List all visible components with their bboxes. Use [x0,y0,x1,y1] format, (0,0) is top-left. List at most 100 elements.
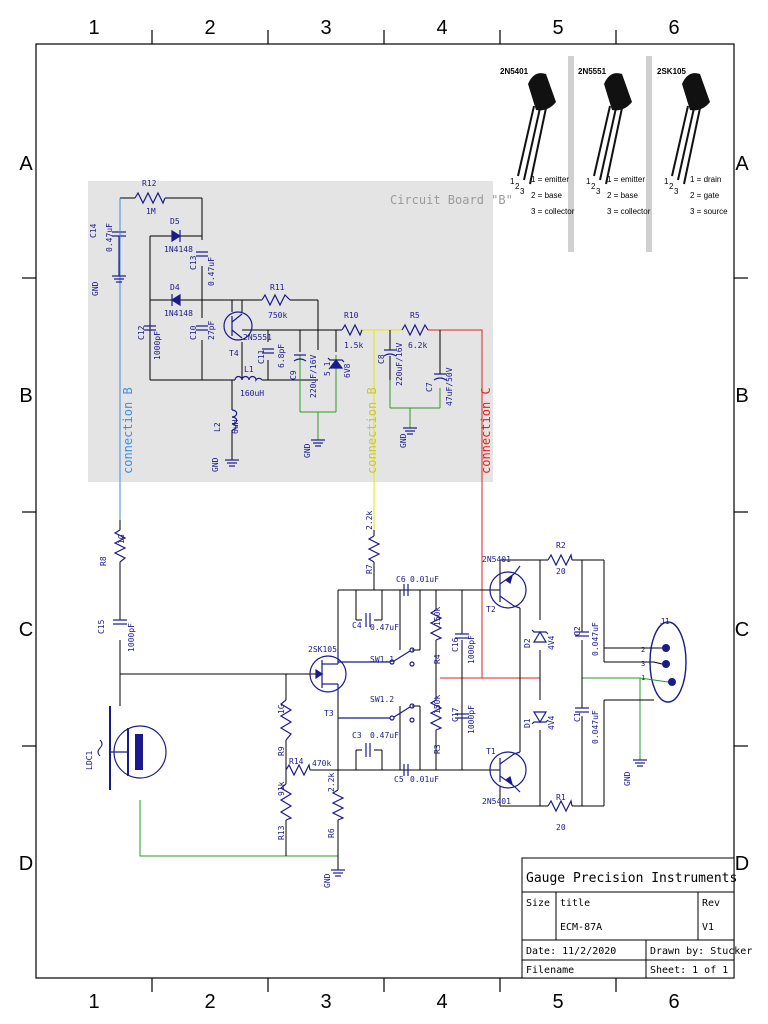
title-label: title [560,898,590,909]
svg-text:SW1.2: SW1.2 [370,695,394,704]
row-label-right-c: C [735,619,749,641]
svg-text:C13: C13 [189,255,198,270]
c6-capacitor [403,584,409,596]
svg-text:R5: R5 [410,311,420,320]
svg-text:R6: R6 [327,828,336,838]
c12-capacitor [144,325,156,331]
svg-text:C7: C7 [425,382,434,392]
svg-text:3: 3 [674,187,679,196]
svg-text:GND: GND [399,433,408,448]
gnd-symbol-1 [112,260,126,283]
r11-resistor [261,293,291,307]
svg-text:0.047uF: 0.047uF [591,622,600,656]
svg-text:5.1: 5.1 [323,361,332,376]
col-label-top-1: 1 [88,17,99,39]
svg-text:1: 1 [510,177,515,186]
c3-capacitor [365,743,371,757]
l1-inductor [234,375,263,383]
svg-text:20: 20 [556,823,566,832]
sheet-field: Sheet: 1 of 1 [650,965,728,976]
t4-transistor [223,311,253,341]
pinout-2n5401-name: 2N5401 [500,67,529,76]
svg-text:160uH: 160uH [240,389,264,398]
svg-text:2 = gate: 2 = gate [690,191,720,200]
svg-text:91k: 91k [277,781,286,796]
svg-text:C10: C10 [189,325,198,340]
title-block [521,857,735,979]
svg-text:R1: R1 [556,793,566,802]
svg-text:6.2k: 6.2k [408,341,427,350]
svg-text:C12: C12 [137,325,146,340]
c16-capacitor [455,633,469,639]
row-label-right-b: B [735,385,748,407]
svg-text:GND: GND [211,457,220,472]
svg-text:1M: 1M [146,207,156,216]
svg-text:R10: R10 [344,311,359,320]
svg-text:27pF: 27pF [207,321,216,340]
svg-text:2.2k: 2.2k [327,773,336,792]
svg-text:C3: C3 [352,731,362,740]
col-label-bottom-2: 2 [204,991,215,1013]
svg-text:6.8pF: 6.8pF [277,344,286,368]
t3-jfet [309,650,347,696]
svg-text:3: 3 [641,660,645,668]
c4-capacitor [365,613,371,627]
svg-text:T1: T1 [486,747,496,756]
svg-text:C9: C9 [289,370,298,380]
row-label-left-a: A [19,153,33,175]
svg-text:C14: C14 [89,223,98,238]
c13-capacitor [196,251,208,257]
svg-text:150k: 150k [433,607,442,626]
svg-text:1 = emitter: 1 = emitter [607,175,645,184]
t1-transistor [489,751,527,793]
svg-text:1N4148: 1N4148 [164,245,193,254]
c17-capacitor [455,713,469,719]
to92-icon [593,73,632,185]
svg-text:GND: GND [623,771,632,786]
svg-text:3: 3 [596,187,601,196]
r10-resistor [341,323,363,337]
d1-zener-diode [531,711,549,725]
svg-text:1N4148: 1N4148 [164,309,193,318]
row-label-left-d: D [19,853,33,875]
svg-text:3 = source: 3 = source [690,207,728,216]
board-wiring [120,197,342,460]
c7-capacitor [433,373,447,381]
sw1-2-switch [338,703,415,723]
r7-resistor [367,535,381,563]
svg-text:1000pF: 1000pF [127,623,136,652]
d2-zener-diode [531,629,549,643]
svg-text:1 = emitter: 1 = emitter [531,175,569,184]
svg-text:750k: 750k [268,311,287,320]
connection-c-label: connection C [479,387,493,474]
svg-text:1000pF: 1000pF [467,635,476,664]
col-label-top-4: 4 [436,17,447,39]
svg-text:2: 2 [591,182,596,191]
svg-text:2SK105: 2SK105 [308,645,337,654]
r6-resistor [331,789,345,821]
svg-text:R7: R7 [365,564,374,574]
row-label-right-d: D [735,853,749,875]
svg-text:C2: C2 [573,626,582,636]
svg-text:R4: R4 [433,654,442,664]
svg-text:4V4: 4V4 [547,635,556,650]
c8-wiring [389,330,441,380]
svg-text:3 = collector: 3 = collector [531,207,575,216]
svg-text:R12: R12 [142,179,157,188]
col-label-bottom-1: 1 [88,991,99,1013]
svg-text:D4: D4 [170,283,180,292]
circuit-board-b [88,181,493,482]
svg-text:C16: C16 [451,637,460,652]
svg-text:47uF/50V: 47uF/50V [445,367,454,406]
c14-capacitor [112,231,126,260]
svg-text:GND: GND [323,873,332,888]
c8-capacitor [383,349,397,357]
svg-text:0.47uF: 0.47uF [207,257,216,286]
l2-inductor [231,409,238,431]
svg-text:D2: D2 [523,638,532,648]
r3-resistor [429,699,443,731]
svg-text:C15: C15 [97,619,106,634]
svg-text:0.47uF: 0.47uF [370,731,399,740]
frame-ticks [22,30,748,992]
col-label-top-2: 2 [204,17,215,39]
